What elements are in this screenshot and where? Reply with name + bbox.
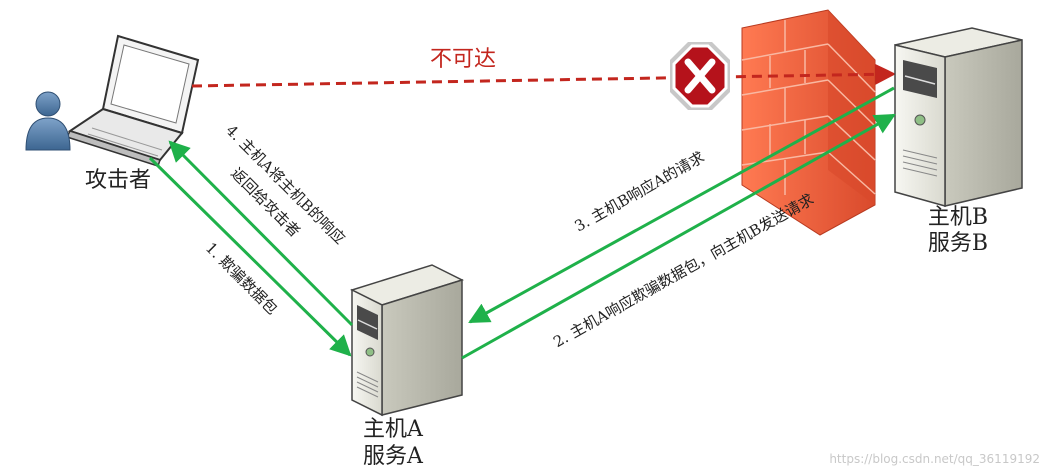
step3-arrow: [468, 86, 895, 324]
server-a-icon: [350, 264, 464, 417]
laptop-icon: [65, 34, 200, 167]
watermark-text: https://blog.csdn.net/qq_36119192: [829, 452, 1040, 466]
step3-label: 3. 主机B响应A的请求: [572, 148, 708, 235]
attacker-label: 攻击者: [85, 168, 151, 193]
host-a-label-line2: 服务A: [363, 444, 424, 469]
unreachable-arrow: [191, 63, 897, 88]
server-b-icon: [894, 27, 1023, 207]
user-icon: [25, 91, 71, 151]
firewall-icon: [741, 9, 876, 236]
step4-arrow: [168, 140, 354, 327]
step2-arrow: [461, 113, 896, 360]
host-a-label-line1: 主机A: [363, 417, 424, 442]
host-b-label-line1: 主机B: [928, 205, 988, 230]
step1-arrow: [148, 156, 352, 357]
step1-label: 1. 欺骗数据包: [202, 239, 281, 318]
host-b-label-line2: 服务B: [928, 231, 988, 256]
block-x-icon: [670, 42, 730, 110]
unreachable-label: 不可达: [430, 47, 496, 72]
